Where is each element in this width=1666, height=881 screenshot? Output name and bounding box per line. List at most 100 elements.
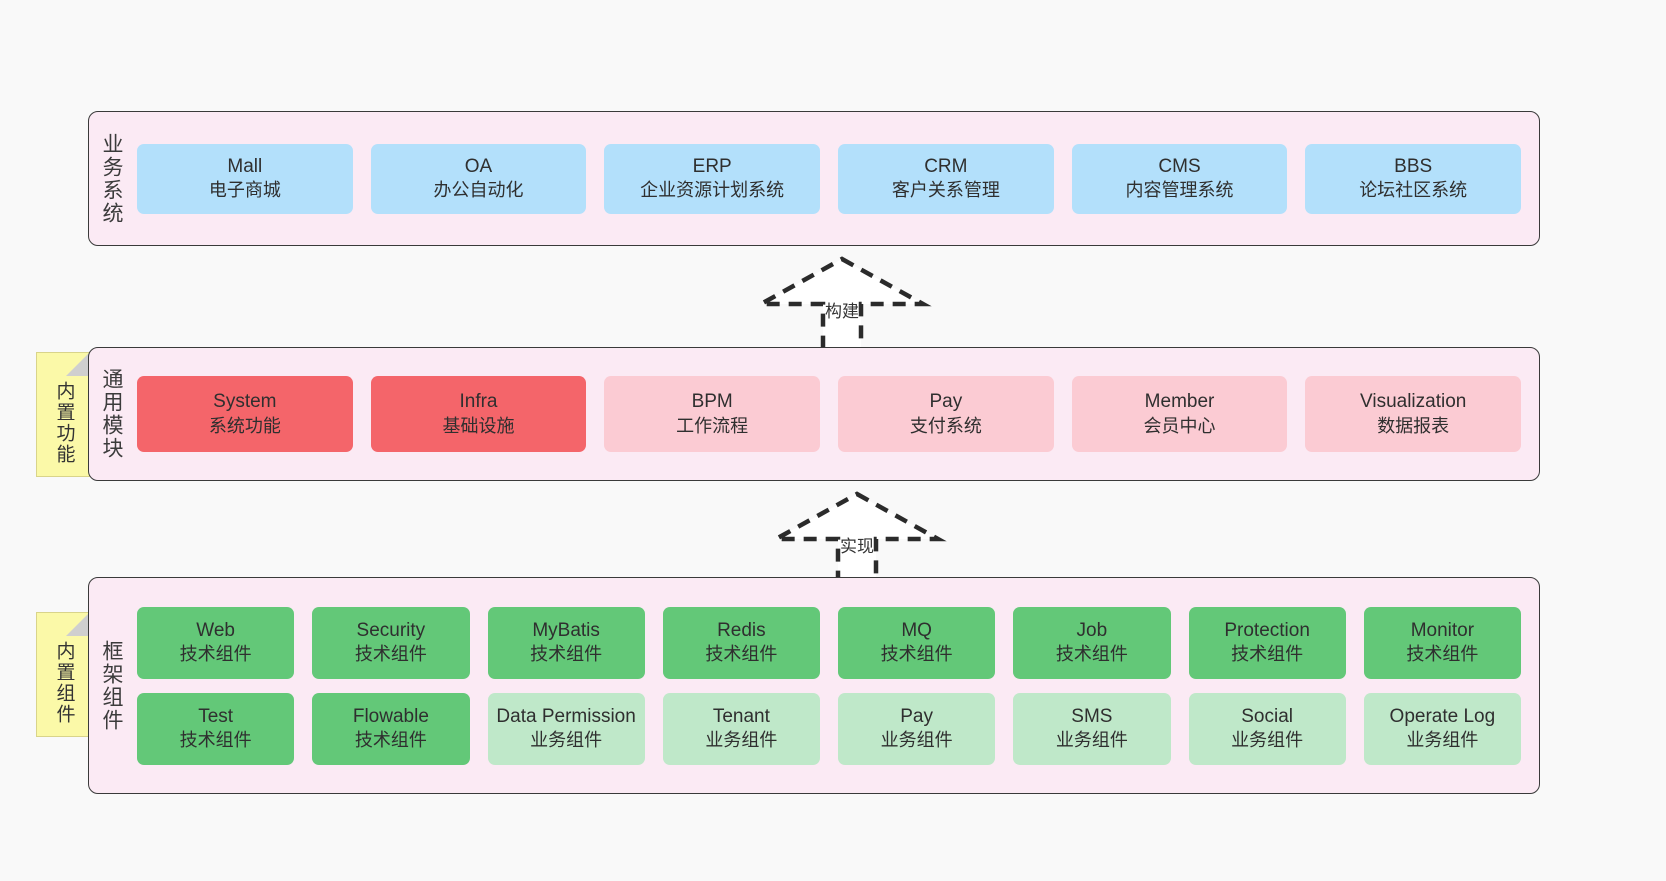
layer-title-business: 业务系统 <box>100 132 124 225</box>
card-subtitle: 业务组件 <box>1406 730 1479 751</box>
card-title: SMS <box>1071 705 1113 727</box>
card-subtitle: 技术组件 <box>705 644 778 665</box>
card-title: CRM <box>924 155 968 177</box>
card-subtitle: 基础设施 <box>442 415 515 436</box>
card-title: Infra <box>459 391 498 413</box>
card-mall[interactable]: Mall 电子商城 <box>137 143 353 214</box>
card-flowable[interactable]: Flowable 技术组件 <box>312 692 470 765</box>
note-builtin-function: 内置功能 <box>36 352 90 477</box>
card-subtitle: 业务组件 <box>1055 730 1128 751</box>
card-title: MQ <box>901 619 932 641</box>
card-job[interactable]: Job 技术组件 <box>1013 606 1171 679</box>
card-title: Mall <box>227 155 263 177</box>
card-title: Monitor <box>1410 619 1475 641</box>
card-subtitle: 技术组件 <box>530 644 603 665</box>
card-subtitle: 企业资源计划系统 <box>640 180 785 201</box>
card-title: CMS <box>1158 155 1201 177</box>
card-protection[interactable]: Protection 技术组件 <box>1188 606 1346 679</box>
card-title: BBS <box>1394 155 1433 177</box>
card-subtitle: 内容管理系统 <box>1125 180 1234 201</box>
card-title: Job <box>1076 619 1108 641</box>
card-subtitle: 技术组件 <box>880 644 953 665</box>
card-erp[interactable]: ERP 企业资源计划系统 <box>604 143 821 214</box>
card-test[interactable]: Test 技术组件 <box>137 692 295 765</box>
card-crm[interactable]: CRM 客户关系管理 <box>838 143 1054 214</box>
card-subtitle: 技术组件 <box>179 644 252 665</box>
card-title: MyBatis <box>532 619 600 641</box>
card-mybatis[interactable]: MyBatis 技术组件 <box>487 606 645 679</box>
card-title: Social <box>1241 705 1293 727</box>
card-mq[interactable]: MQ 技术组件 <box>838 606 996 679</box>
card-title: Visualization <box>1360 391 1467 413</box>
card-system[interactable]: System 系统功能 <box>137 376 353 452</box>
card-pay[interactable]: Pay 支付系统 <box>838 376 1054 452</box>
card-bbs[interactable]: BBS 论坛社区系统 <box>1305 143 1522 214</box>
card-title: Data Permission <box>496 705 636 727</box>
card-subtitle: 技术组件 <box>1055 644 1128 665</box>
card-subtitle: 论坛社区系统 <box>1359 180 1468 201</box>
card-subtitle: 会员中心 <box>1143 415 1216 436</box>
card-data-permission[interactable]: Data Permission 业务组件 <box>487 692 645 765</box>
card-monitor[interactable]: Monitor 技术组件 <box>1363 606 1521 679</box>
card-title: Flowable <box>352 705 429 727</box>
layer-title-framework: 框架组件 <box>100 639 124 732</box>
card-subtitle: 办公自动化 <box>433 180 524 201</box>
card-title: Member <box>1144 391 1215 413</box>
card-subtitle: 工作流程 <box>676 415 749 436</box>
layer-framework-components: 框架组件 Web 技术组件 Security 技术组件 MyBatis 技术组件… <box>88 577 1540 794</box>
layer-body-common: System 系统功能 Infra 基础设施 BPM 工作流程 Pay 支付系统… <box>133 348 1539 480</box>
arrow-build: 构建 <box>752 255 932 355</box>
card-security[interactable]: Security 技术组件 <box>312 606 470 679</box>
card-tenant[interactable]: Tenant 业务组件 <box>662 692 820 765</box>
card-title: Test <box>198 705 234 727</box>
card-title: Tenant <box>712 705 770 727</box>
card-title: BPM <box>691 391 733 413</box>
layer-body-business: Mall 电子商城 OA 办公自动化 ERP 企业资源计划系统 CRM 客户关系… <box>133 112 1539 245</box>
card-title: Redis <box>717 619 766 641</box>
layer-body-framework: Web 技术组件 Security 技术组件 MyBatis 技术组件 Redi… <box>133 578 1539 793</box>
note-builtin-component: 内置组件 <box>36 612 90 737</box>
card-redis[interactable]: Redis 技术组件 <box>662 606 820 679</box>
card-title: Security <box>356 619 426 641</box>
card-title: Operate Log <box>1389 705 1496 727</box>
card-subtitle: 支付系统 <box>909 415 982 436</box>
card-title: Protection <box>1224 619 1310 641</box>
card-social[interactable]: Social 业务组件 <box>1188 692 1346 765</box>
card-subtitle: 技术组件 <box>1406 644 1479 665</box>
layer-business-systems: 业务系统 Mall 电子商城 OA 办公自动化 ERP 企业资源计划系统 CRM… <box>88 111 1540 246</box>
card-title: Web <box>196 619 235 641</box>
card-subtitle: 技术组件 <box>354 644 427 665</box>
card-subtitle: 业务组件 <box>705 730 778 751</box>
card-subtitle: 业务组件 <box>880 730 953 751</box>
note-text: 内置组件 <box>53 640 75 725</box>
arrow-implement: 实现 <box>767 490 947 590</box>
card-subtitle: 技术组件 <box>1231 644 1304 665</box>
card-operate-log[interactable]: Operate Log 业务组件 <box>1363 692 1521 765</box>
card-title: Pay <box>900 705 933 727</box>
card-bpm[interactable]: BPM 工作流程 <box>604 376 821 452</box>
card-subtitle: 技术组件 <box>179 730 252 751</box>
card-subtitle: 客户关系管理 <box>891 180 1000 201</box>
framework-card-row-1: Web 技术组件 Security 技术组件 MyBatis 技术组件 Redi… <box>137 606 1521 679</box>
layer-title-common: 通用模块 <box>100 368 124 460</box>
card-subtitle: 数据报表 <box>1377 415 1450 436</box>
card-subtitle: 技术组件 <box>354 730 427 751</box>
card-web[interactable]: Web 技术组件 <box>137 606 295 679</box>
card-oa[interactable]: OA 办公自动化 <box>370 143 587 214</box>
card-infra[interactable]: Infra 基础设施 <box>370 376 587 452</box>
card-pay-component[interactable]: Pay 业务组件 <box>838 692 996 765</box>
generalization-arrow-icon <box>752 256 932 354</box>
card-title: System <box>213 391 277 413</box>
business-card-row: Mall 电子商城 OA 办公自动化 ERP 企业资源计划系统 CRM 客户关系… <box>137 143 1522 214</box>
note-text: 内置功能 <box>53 380 75 465</box>
card-title: ERP <box>692 155 732 177</box>
layer-common-modules: 通用模块 System 系统功能 Infra 基础设施 BPM 工作流程 Pay… <box>88 347 1540 481</box>
card-subtitle: 业务组件 <box>1231 730 1304 751</box>
card-subtitle: 业务组件 <box>530 730 603 751</box>
card-sms[interactable]: SMS 业务组件 <box>1013 692 1171 765</box>
card-visualization[interactable]: Visualization 数据报表 <box>1305 376 1522 452</box>
card-cms[interactable]: CMS 内容管理系统 <box>1071 143 1288 214</box>
generalization-arrow-icon <box>767 491 947 589</box>
card-member[interactable]: Member 会员中心 <box>1071 376 1288 452</box>
